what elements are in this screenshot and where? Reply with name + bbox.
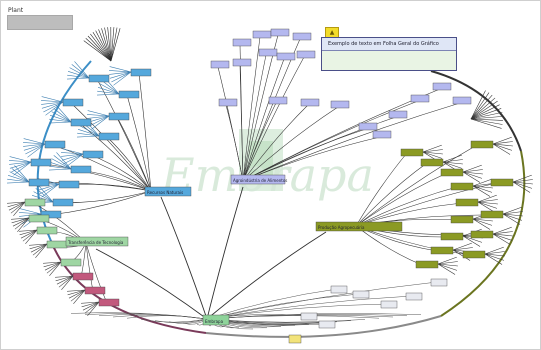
node-green-4[interactable] — [60, 258, 82, 267]
hub-blue[interactable]: Recursos Naturais — [144, 186, 192, 197]
search-box[interactable] — [7, 15, 73, 30]
node-green-0[interactable] — [24, 198, 46, 207]
node-lavender-16[interactable] — [410, 94, 430, 103]
hub-lavender[interactable]: Agroindústria de Alimentos — [230, 174, 287, 185]
node-olive-11[interactable] — [470, 230, 494, 239]
node-lavender-18[interactable] — [452, 96, 472, 105]
node-lavender-10[interactable] — [268, 96, 288, 105]
node-lavender-3[interactable] — [292, 32, 312, 41]
svg-text:Embrapa: Embrapa — [205, 319, 224, 324]
node-blue-7[interactable] — [52, 198, 74, 207]
node-blue-0[interactable] — [130, 68, 152, 77]
node-lavender-14[interactable] — [372, 130, 392, 139]
node-lower-3[interactable] — [405, 292, 423, 301]
node-green-2[interactable] — [36, 226, 58, 235]
node-blue-14[interactable] — [44, 140, 66, 149]
node-blue-2[interactable] — [108, 112, 130, 121]
node-blue-10[interactable] — [62, 98, 84, 107]
node-tooltip: Exemplo de texto em Folha Geral do Gráfi… — [321, 37, 457, 71]
node-lower-5[interactable] — [300, 312, 318, 321]
embrapa-watermark: Embrapa — [160, 129, 374, 202]
node-yellow-marker[interactable] — [288, 334, 302, 344]
node-lavender-0[interactable] — [232, 38, 252, 47]
node-lavender-17[interactable] — [432, 82, 452, 91]
node-green-1[interactable] — [28, 214, 50, 223]
node-lavender-1[interactable] — [252, 30, 272, 39]
panel-label: Plant — [8, 7, 24, 14]
node-blue-13[interactable] — [28, 178, 50, 187]
node-olive-7[interactable] — [430, 246, 454, 255]
node-green-3[interactable] — [46, 240, 68, 249]
node-lower-6[interactable] — [318, 320, 336, 329]
node-lavender-2[interactable] — [270, 28, 290, 37]
node-lavender-15[interactable] — [388, 110, 408, 119]
svg-text:Transferência de Tecnologia: Transferência de Tecnologia — [67, 240, 124, 245]
node-lavender-7[interactable] — [210, 60, 230, 69]
node-olive-9[interactable] — [470, 140, 494, 149]
node-blue-8[interactable] — [40, 210, 62, 219]
svg-text:Produção Agropecuária: Produção Agropecuária — [318, 225, 365, 230]
svg-text:Recursos Naturais: Recursos Naturais — [147, 190, 183, 195]
node-olive-1[interactable] — [420, 158, 444, 167]
node-blue-3[interactable] — [98, 132, 120, 141]
node-blue-1[interactable] — [118, 90, 140, 99]
hub-green[interactable]: Transferência de Tecnologia — [65, 236, 129, 247]
node-green-6[interactable] — [84, 286, 106, 295]
node-olive-8[interactable] — [415, 260, 439, 269]
node-olive-0[interactable] — [400, 148, 424, 157]
node-olive-6[interactable] — [440, 232, 464, 241]
node-lavender-11[interactable] — [300, 98, 320, 107]
hub-olive[interactable]: Produção Agropecuária — [315, 221, 403, 232]
node-olive-2[interactable] — [440, 168, 464, 177]
node-lavender-4[interactable] — [258, 48, 278, 57]
node-lavender-9[interactable] — [218, 98, 238, 107]
tooltip-title: Exemplo de texto em Folha Geral do Gráfi… — [322, 38, 456, 51]
node-lavender-13[interactable] — [358, 122, 378, 131]
node-green-5[interactable] — [72, 272, 94, 281]
node-lower-0[interactable] — [330, 285, 348, 294]
svg-text:Agroindústria de Alimentos: Agroindústria de Alimentos — [233, 178, 287, 183]
node-blue-11[interactable] — [88, 74, 110, 83]
node-lavender-8[interactable] — [232, 58, 252, 67]
root-node[interactable]: Embrapa — [202, 314, 230, 326]
node-lavender-12[interactable] — [330, 100, 350, 109]
node-olive-12[interactable] — [462, 250, 486, 259]
node-blue-5[interactable] — [70, 165, 92, 174]
node-olive-4[interactable] — [455, 198, 479, 207]
node-blue-6[interactable] — [58, 180, 80, 189]
node-lower-2[interactable] — [380, 300, 398, 309]
node-olive-10[interactable] — [480, 210, 504, 219]
node-olive-3[interactable] — [450, 182, 474, 191]
node-blue-9[interactable] — [70, 118, 92, 127]
node-lower-1[interactable] — [352, 290, 370, 299]
node-blue-4[interactable] — [82, 150, 104, 159]
node-lavender-5[interactable] — [276, 52, 296, 61]
node-olive-5[interactable] — [450, 215, 474, 224]
node-blue-12[interactable] — [30, 158, 52, 167]
node-lavender-6[interactable] — [296, 50, 316, 59]
node-lower-4[interactable] — [430, 278, 448, 287]
node-olive-13[interactable] — [490, 178, 514, 187]
node-green-7[interactable] — [98, 298, 120, 307]
